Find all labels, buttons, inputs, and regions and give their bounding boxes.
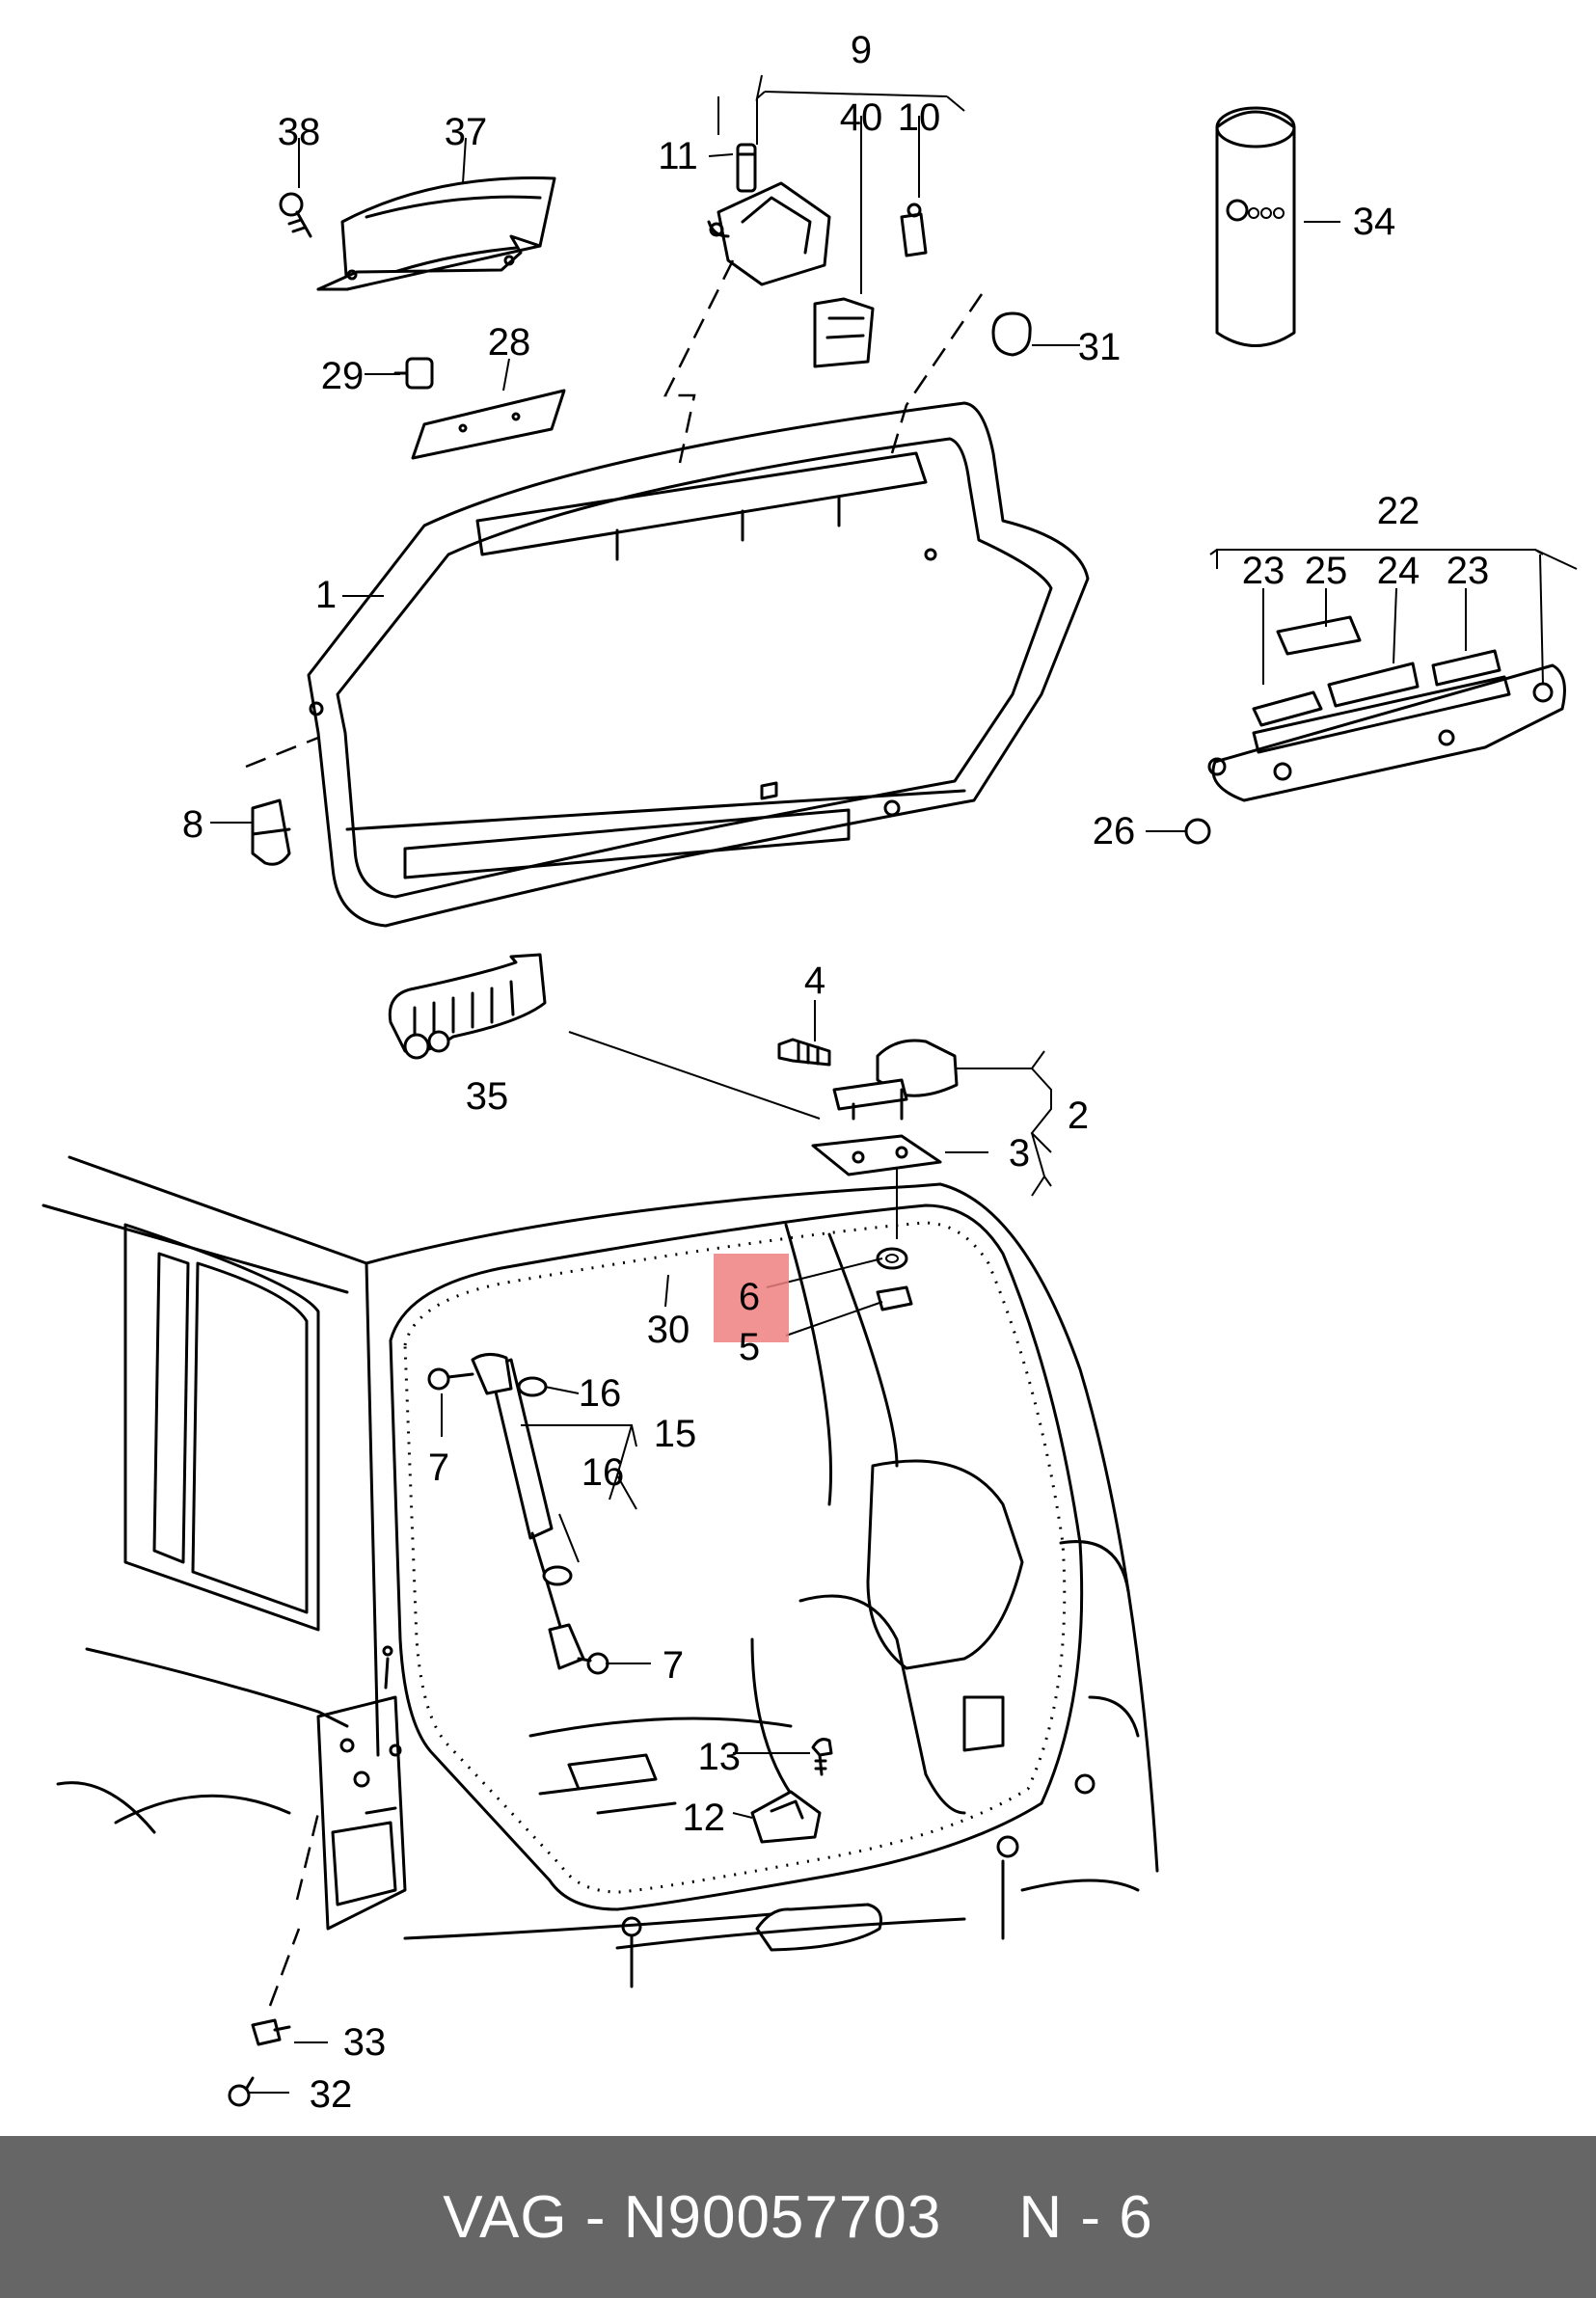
label-33: 33 <box>343 2021 387 2064</box>
label-3: 3 <box>1009 1132 1030 1175</box>
label-32: 32 <box>310 2073 353 2116</box>
hinge-part <box>777 1038 959 1176</box>
highlighted-part-6 <box>714 1254 789 1342</box>
label-13: 13 <box>698 1736 742 1778</box>
light-housing-part <box>1184 615 1566 845</box>
label-30: 30 <box>647 1309 690 1351</box>
brand-part-number: VAG - N90057703 <box>443 2183 942 2251</box>
cover-trim-part <box>279 176 556 291</box>
label-11: 11 <box>658 135 698 177</box>
cable-hose-part <box>388 953 547 1060</box>
footer-bar: VAG - N90057703 N - 6 <box>0 2136 1596 2298</box>
label-5: 5 <box>739 1326 760 1368</box>
tailgate-part <box>307 401 1090 928</box>
label-22: 22 <box>1377 490 1420 532</box>
label-37: 37 <box>445 111 488 153</box>
label-23-right: 23 <box>1447 550 1490 592</box>
trim-strip-part <box>393 357 566 460</box>
gas-strut-part <box>427 1353 609 1675</box>
label-4: 4 <box>804 960 825 1002</box>
label-2: 2 <box>1068 1095 1089 1137</box>
label-34: 34 <box>1353 201 1396 243</box>
washer-part <box>876 1247 913 1311</box>
label-6: 6 <box>739 1276 760 1318</box>
callout-labels: 9 40 10 11 38 37 34 31 28 29 1 22 23 25 … <box>182 29 1489 2116</box>
leader-dashed-lines <box>245 259 984 2007</box>
lock-assembly-part <box>707 143 1032 368</box>
label-40: 40 <box>840 96 883 139</box>
label-24: 24 <box>1377 550 1420 592</box>
label-31: 31 <box>1078 326 1122 368</box>
leader-lines <box>210 74 1578 2094</box>
label-12: 12 <box>683 1797 726 1839</box>
label-15: 15 <box>654 1413 697 1455</box>
spray-can-part <box>1215 106 1296 347</box>
label-16-bottom: 16 <box>582 1451 625 1494</box>
label-38: 38 <box>278 111 321 153</box>
vehicle-body <box>41 1155 1159 2107</box>
label-7-bottom: 7 <box>663 1644 684 1687</box>
label-29: 29 <box>321 355 365 397</box>
label-7-top: 7 <box>428 1446 449 1489</box>
label-28: 28 <box>488 321 531 364</box>
label-16-top: 16 <box>579 1372 622 1415</box>
label-8: 8 <box>182 803 203 846</box>
parts-diagram: 9 40 10 11 38 37 34 31 28 29 1 22 23 25 … <box>41 29 1578 2116</box>
bump-stop-part <box>251 798 291 866</box>
label-1: 1 <box>315 574 337 616</box>
label-9: 9 <box>851 29 872 71</box>
label-23-left: 23 <box>1242 550 1285 592</box>
label-25: 25 <box>1305 550 1348 592</box>
label-10: 10 <box>898 96 941 139</box>
position-number: N - 6 <box>1018 2183 1153 2251</box>
label-35: 35 <box>466 1075 509 1118</box>
label-26: 26 <box>1093 810 1136 852</box>
